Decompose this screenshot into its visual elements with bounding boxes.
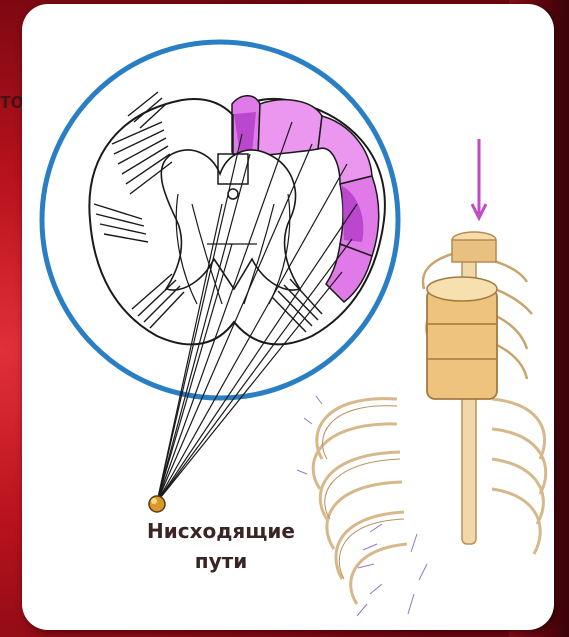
ribcage xyxy=(313,399,546,604)
figure-card: Нисходящие пути xyxy=(22,4,554,630)
spinal-cord-cross-section xyxy=(42,42,398,398)
caption-line-1: Нисходящие xyxy=(126,516,316,546)
vertebral-body xyxy=(427,277,497,399)
arrow-icon xyxy=(472,139,486,218)
nerve-branches xyxy=(297,396,427,616)
caption-line-2: пути xyxy=(126,546,316,576)
caption-descending-pathways: Нисходящие пути xyxy=(126,516,316,576)
vertebra-upper xyxy=(452,232,496,262)
origin-dot xyxy=(149,496,165,512)
